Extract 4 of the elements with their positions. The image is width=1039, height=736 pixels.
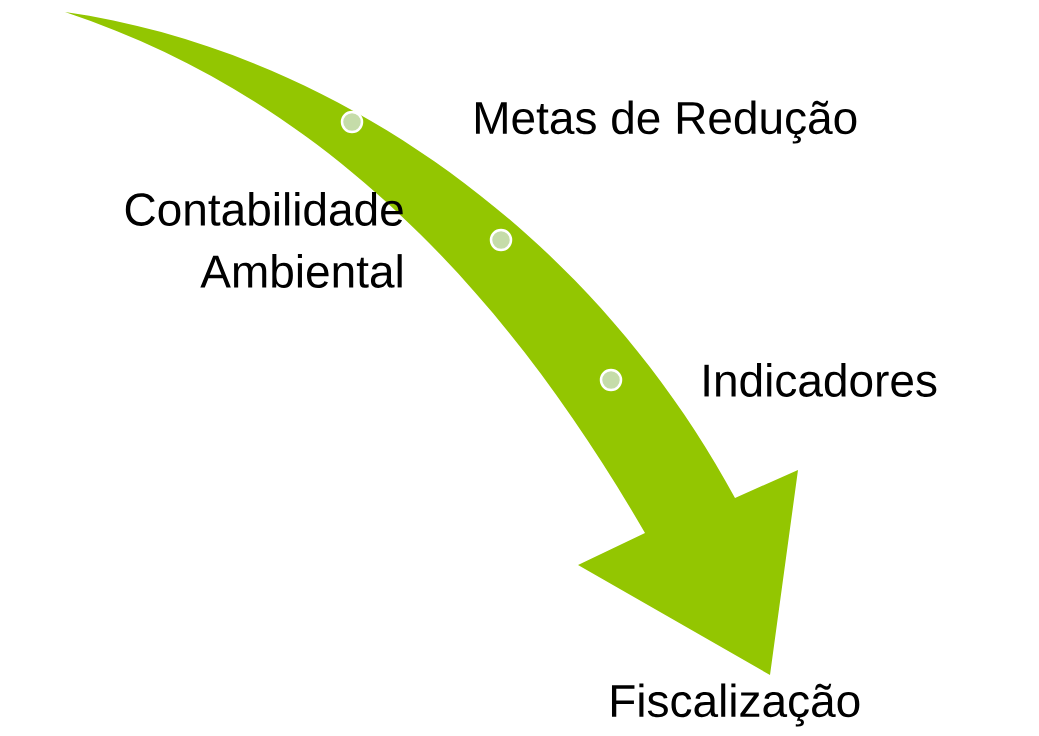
step-label: Indicadores bbox=[704, 363, 937, 397]
step-label: Fiscalização bbox=[612, 683, 860, 727]
step-label: Metas de Redução bbox=[476, 100, 857, 144]
step-label: Contabilidade Ambiental bbox=[125, 192, 403, 288]
